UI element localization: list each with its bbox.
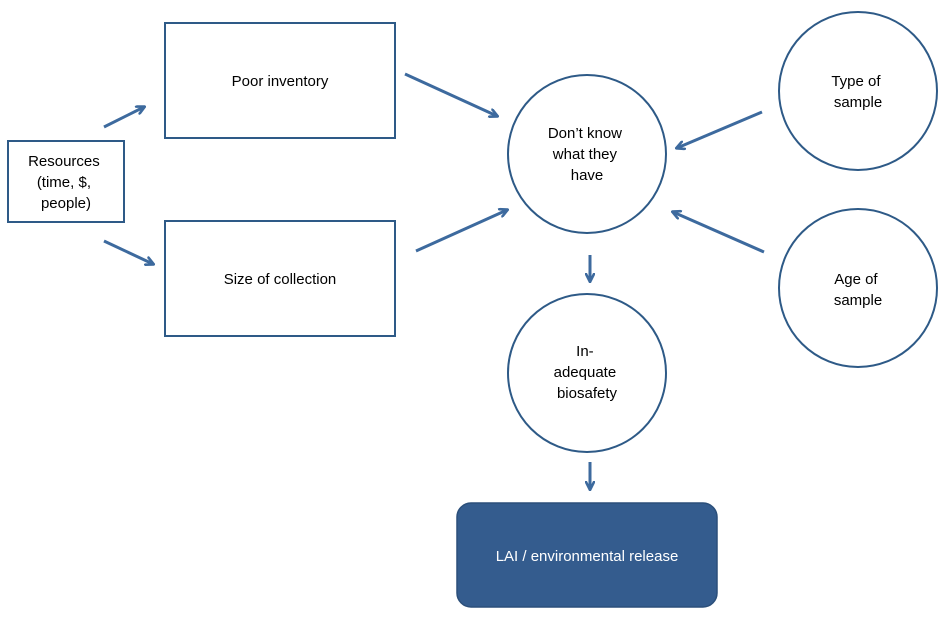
poor-inventory-label: Poor inventory bbox=[232, 73, 329, 90]
svg-text:LAI / environmental release: LAI / environmental release bbox=[496, 548, 679, 565]
svg-text:Age of sample: Age of sample bbox=[834, 271, 882, 309]
size-of-collection-label: Size of collection bbox=[224, 271, 337, 288]
svg-text:Type of sample: Type of sample bbox=[831, 73, 884, 111]
dont-know-node: Don’t know what they have bbox=[507, 74, 667, 234]
dont-know-line-2: what they bbox=[552, 146, 618, 163]
dont-know-line-1: Don’t know bbox=[548, 125, 622, 142]
dont-know-line-3: have bbox=[571, 167, 604, 184]
type-of-sample-line-2: sample bbox=[834, 94, 882, 111]
age-of-sample-node: Age of sample bbox=[778, 208, 938, 368]
arrow-type-of-sample-to-dont-know bbox=[677, 110, 763, 148]
inadequate-biosafety-line-1: In- bbox=[576, 343, 594, 360]
inadequate-biosafety-node: In- adequate biosafety bbox=[507, 293, 667, 453]
resources-line-2: (time, $, bbox=[37, 174, 91, 191]
size-of-collection-node: Size of collection bbox=[164, 220, 396, 337]
svg-text:Size of collection: Size of collection bbox=[224, 271, 337, 288]
type-of-sample-line-1: Type of bbox=[831, 73, 881, 90]
inadequate-biosafety-line-2: adequate bbox=[554, 364, 617, 381]
lai-release-label: LAI / environmental release bbox=[496, 548, 679, 565]
age-of-sample-line-2: sample bbox=[834, 292, 882, 309]
arrow-resources-to-size-of-collection bbox=[103, 239, 153, 264]
resources-line-1: Resources bbox=[28, 153, 100, 170]
svg-text:Resources (time, $,: Resources (time, $, people) bbox=[28, 153, 104, 212]
lai-release-node: LAI / environmental release bbox=[456, 502, 718, 608]
resources-node: Resources (time, $, people) bbox=[7, 140, 125, 223]
svg-text:Poor inventory: Poor inventory bbox=[232, 73, 329, 90]
arrow-size-of-collection-to-dont-know bbox=[415, 210, 507, 253]
arrow-age-of-sample-to-dont-know bbox=[673, 212, 765, 254]
svg-text:Don’t know what they: Don’t know what they have bbox=[548, 125, 626, 184]
svg-text:In- adequate biosa: In- adequate biosafety bbox=[554, 343, 621, 402]
resources-line-3: people) bbox=[41, 195, 91, 212]
type-of-sample-node: Type of sample bbox=[778, 11, 938, 171]
poor-inventory-node: Poor inventory bbox=[164, 22, 396, 139]
inadequate-biosafety-line-3: biosafety bbox=[557, 385, 618, 402]
age-of-sample-line-1: Age of bbox=[834, 271, 878, 288]
arrow-poor-inventory-to-dont-know bbox=[404, 72, 497, 116]
arrow-resources-to-poor-inventory bbox=[103, 107, 144, 129]
